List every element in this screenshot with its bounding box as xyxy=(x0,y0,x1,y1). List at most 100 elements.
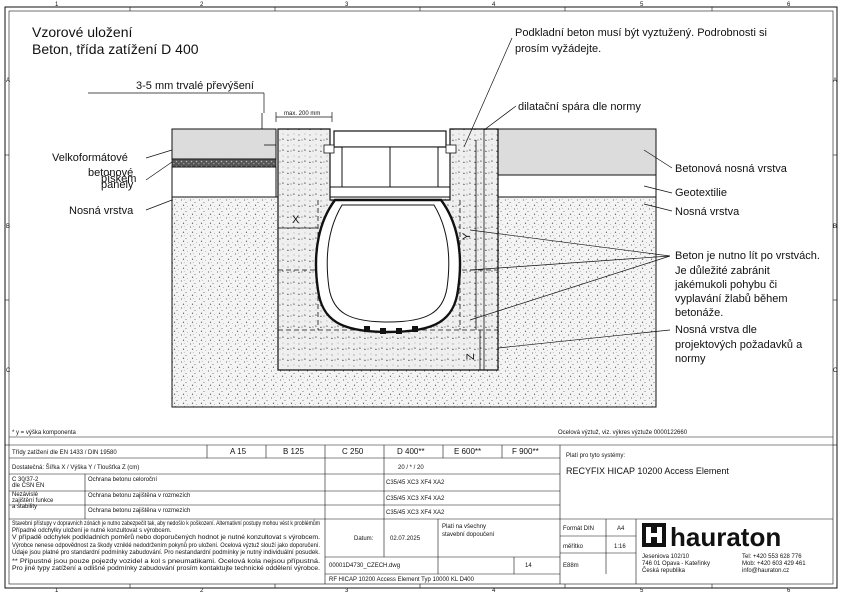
note-line-7: Pro jiné typy zatížení a odlišné podmínk… xyxy=(12,566,320,572)
load-class-label: Třídy zatížení dle EN 1433 / DIN 19580 xyxy=(12,450,117,456)
grid-col-5-bottom: 5 xyxy=(640,588,644,594)
drawing-title: RF HICAP 10200 Access Element Typ 10000 … xyxy=(329,577,475,583)
email: info@hauraton.cz xyxy=(742,568,789,574)
note-line-3: V případě odchylek podkladních poměrů ne… xyxy=(12,534,320,541)
note-concrete-layer: Betonová nosná vrstva xyxy=(675,163,788,175)
geotextile-layer xyxy=(497,174,657,198)
leader-lines xyxy=(88,37,673,349)
note-line-5: Údaje jsou platné pro standardní podmínk… xyxy=(12,549,320,556)
scale-label: měřítko xyxy=(563,544,584,550)
note-bearing-4: projektových požadavků a xyxy=(675,339,803,351)
revision: E88m xyxy=(563,563,579,569)
note-pour-5: betonáže. xyxy=(675,307,723,319)
inner-frame xyxy=(8,10,834,585)
format-label: Formát DIN xyxy=(563,526,594,532)
note-line-4: Výrobce nenese odpovědnost za škody vzni… xyxy=(12,542,320,549)
telephone: Tel: +420 553 628 776 xyxy=(742,554,802,560)
load-class-d400: D 400** xyxy=(397,447,425,456)
title-line-1: Vzorové uložení xyxy=(32,24,133,40)
grating-frame xyxy=(333,130,447,148)
sheet-number: 14 xyxy=(525,563,532,569)
note-pour-2: Je důležité zabránit xyxy=(675,265,770,277)
file-name: 00001D4730_CZECH.dwg xyxy=(329,563,400,569)
row-a-label-1: C 30/37-2 xyxy=(12,477,39,483)
title-block-lines xyxy=(9,436,833,584)
hauraton-logo-icon xyxy=(642,523,666,547)
system-value: RECYFIX HICAP 10200 Access Element xyxy=(566,466,729,476)
note-bearing-left: Nosná vrstva xyxy=(69,205,134,217)
date-label: Datum: xyxy=(354,536,374,542)
validity-1: Platí na všechny xyxy=(442,524,486,530)
grid-col-6-top: 6 xyxy=(787,2,791,8)
grid-row-c-left: C xyxy=(6,368,11,374)
note-bearing-5: normy xyxy=(675,353,706,365)
system-label: Platí pro tyto systémy: xyxy=(566,453,625,459)
grid-col-1-bottom: 1 xyxy=(55,588,59,594)
grid-col-3-top: 3 xyxy=(345,2,349,8)
grid-row-a-left: A xyxy=(6,78,10,84)
bolt-left xyxy=(323,144,335,154)
row-c-value: C35/45 XC3 XF4 XA2 xyxy=(386,510,445,516)
note-geotextile: Geotextilie xyxy=(675,187,727,199)
row-a-label-2: dle ČSN EN xyxy=(12,482,44,489)
row-b-label-3: a stability xyxy=(12,504,37,510)
note-line-1: Stavební přístupy v dopravních zónách je… xyxy=(12,520,320,527)
dim-y-label: Y xyxy=(461,232,473,240)
scale-value: 1:16 xyxy=(614,544,626,550)
title-line-2: Beton, třída zatížení D 400 xyxy=(32,41,199,57)
note-bearing-3: Nosná vrstva dle xyxy=(675,324,757,336)
row-a-mid: Ochrana betonu celoroční xyxy=(88,477,157,483)
load-class-c250: C 250 xyxy=(342,447,364,456)
grid-col-4-top: 4 xyxy=(492,2,496,8)
grid-row-b-right: B xyxy=(833,224,837,230)
address-3: Česká republika xyxy=(642,567,686,574)
grid-col-2-top: 2 xyxy=(200,2,204,8)
note-slabs-1: Velkoformátové xyxy=(52,152,128,164)
notes-block: Stavební přístupy v dopravních zónách je… xyxy=(12,520,320,572)
row-b-value: C35/45 XC3 XF4 XA2 xyxy=(386,496,445,502)
bolt-right xyxy=(445,144,457,154)
grid-row-a-right: A xyxy=(833,78,837,84)
mobile: Mob: +420 603 429 461 xyxy=(742,561,806,567)
note-pour-4: vyplavání žlabů během xyxy=(675,293,788,305)
slab-base-left xyxy=(171,166,277,198)
note-slabs-2: betonové xyxy=(88,167,133,179)
note-line-6: ** Přípustné jsou pouze pojezdy vozidel … xyxy=(12,559,320,565)
load-class-e600: E 600** xyxy=(454,447,481,456)
address-2: 746 01 Opava - Kateřinky xyxy=(642,561,710,567)
dimension-label: Dostatečná: Šířka X / Výška Y / Tloušťka… xyxy=(12,464,139,471)
row-b-label-2: zajištění funkce xyxy=(12,498,54,504)
grid-ticks xyxy=(5,7,837,588)
validity-2: stavební dopoučení xyxy=(442,532,495,538)
load-class-b125: B 125 xyxy=(283,447,304,456)
grid-row-b-left: B xyxy=(6,224,10,230)
note-overheight: 3-5 mm trvalé převýšení xyxy=(136,80,254,92)
channel-feet xyxy=(364,326,418,334)
row-c-mid: Ochrana betonu zajištěna v rozmezích xyxy=(88,508,190,514)
row-b-label-1: Nezávislé xyxy=(12,492,39,498)
concrete-layer-right xyxy=(497,128,657,176)
note-line-2: Případné odchylky uložení je nutné konzu… xyxy=(12,528,172,534)
note-sand-bed: pískem xyxy=(101,173,136,185)
grid-col-6-bottom: 6 xyxy=(787,588,791,594)
load-class-a15: A 15 xyxy=(230,447,247,456)
date-value: 02.07.2025 xyxy=(390,536,421,542)
grid-references: 1 2 3 4 5 6 1 2 3 4 5 6 A B C A B C xyxy=(6,2,838,594)
grid-col-4-bottom: 4 xyxy=(492,588,496,594)
grid-col-5-top: 5 xyxy=(640,2,644,8)
dim-z-label: Z xyxy=(465,353,477,360)
load-class-f900: F 900** xyxy=(512,447,539,456)
dim-max-width: max. 200 mm xyxy=(284,111,320,117)
sheet-frame xyxy=(4,6,838,589)
note-bearing-right: Nosná vrstva xyxy=(675,206,740,218)
note-pour-1: Beton je nutno lít po vrstvách. xyxy=(675,250,820,262)
steel-reinforcement-note: Ocelová výztuž, viz. výkres výztuže 0000… xyxy=(558,430,688,436)
grid-col-2-bottom: 2 xyxy=(200,588,204,594)
row-b-mid: Ochrana betonu zajištěna v rozmezích xyxy=(88,493,190,499)
sand-bed-strip xyxy=(171,158,277,168)
note-base-concrete-2: prosím vyžádejte. xyxy=(515,43,601,55)
channel-inner xyxy=(326,204,450,323)
note-pour-3: jakémukoli pohybu či xyxy=(674,279,777,291)
